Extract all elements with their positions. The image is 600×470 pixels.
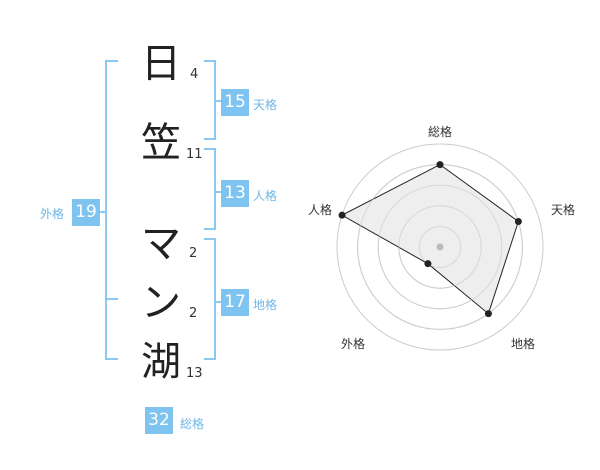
gaikaku-badge: 19 bbox=[72, 199, 100, 226]
name-char-2: 笠 bbox=[141, 120, 181, 166]
radar-axis-label-gaikaku: 外格 bbox=[341, 337, 366, 351]
name-char-5: 湖 bbox=[141, 339, 181, 385]
name-char-1: 日 bbox=[141, 41, 181, 87]
chikaku-bracket-tick bbox=[214, 301, 222, 303]
radar-ring-overlay-2 bbox=[398, 205, 482, 289]
stroke-count-4: 2 bbox=[189, 306, 198, 321]
tenkaku-bracket-tick bbox=[214, 100, 222, 102]
radar-point-4 bbox=[424, 260, 432, 268]
stroke-count-1: 4 bbox=[190, 67, 199, 82]
radar-data-polygon bbox=[340, 164, 519, 315]
gaikaku-bracket-lower bbox=[105, 298, 118, 360]
name-char-3: マ bbox=[141, 221, 181, 267]
radar-axis-label-jinkaku: 人格 bbox=[308, 203, 333, 217]
radar-point-2 bbox=[514, 218, 522, 226]
radar-center-dot bbox=[436, 243, 444, 251]
jinkaku-label: 人格 bbox=[253, 189, 278, 203]
soukaku-badge: 32 bbox=[145, 407, 173, 434]
radar-point-1 bbox=[436, 161, 444, 169]
radar-data-points bbox=[338, 161, 522, 318]
stroke-count-3: 2 bbox=[189, 246, 198, 261]
radar-point-5 bbox=[338, 211, 346, 219]
gaikaku-bracket-tick bbox=[95, 211, 106, 213]
radar-axis-label-tenkaku: 天格 bbox=[551, 203, 576, 217]
jinkaku-bracket-tick bbox=[214, 191, 222, 193]
chikaku-label: 地格 bbox=[253, 298, 278, 312]
stroke-count-5: 13 bbox=[186, 366, 203, 381]
stroke-count-2: 11 bbox=[186, 147, 203, 162]
name-char-4: ン bbox=[141, 280, 181, 326]
radar-point-3 bbox=[484, 310, 492, 318]
radar-ring-overlay-3 bbox=[377, 184, 503, 310]
radar-axis-label-chikaku: 地格 bbox=[511, 337, 536, 351]
soukaku-label: 総格 bbox=[180, 417, 205, 431]
chikaku-bracket bbox=[204, 238, 216, 360]
jinkaku-badge: 13 bbox=[221, 180, 249, 207]
gaikaku-label: 外格 bbox=[40, 207, 65, 221]
radar-ring-5 bbox=[336, 143, 544, 351]
chikaku-badge: 17 bbox=[221, 289, 249, 316]
tenkaku-badge: 15 bbox=[221, 89, 249, 116]
radar-ring-overlay-1 bbox=[418, 225, 462, 269]
tenkaku-label: 天格 bbox=[253, 98, 278, 112]
jinkaku-bracket bbox=[204, 148, 216, 230]
radar-axis-label-soukaku: 総格 bbox=[428, 125, 453, 139]
